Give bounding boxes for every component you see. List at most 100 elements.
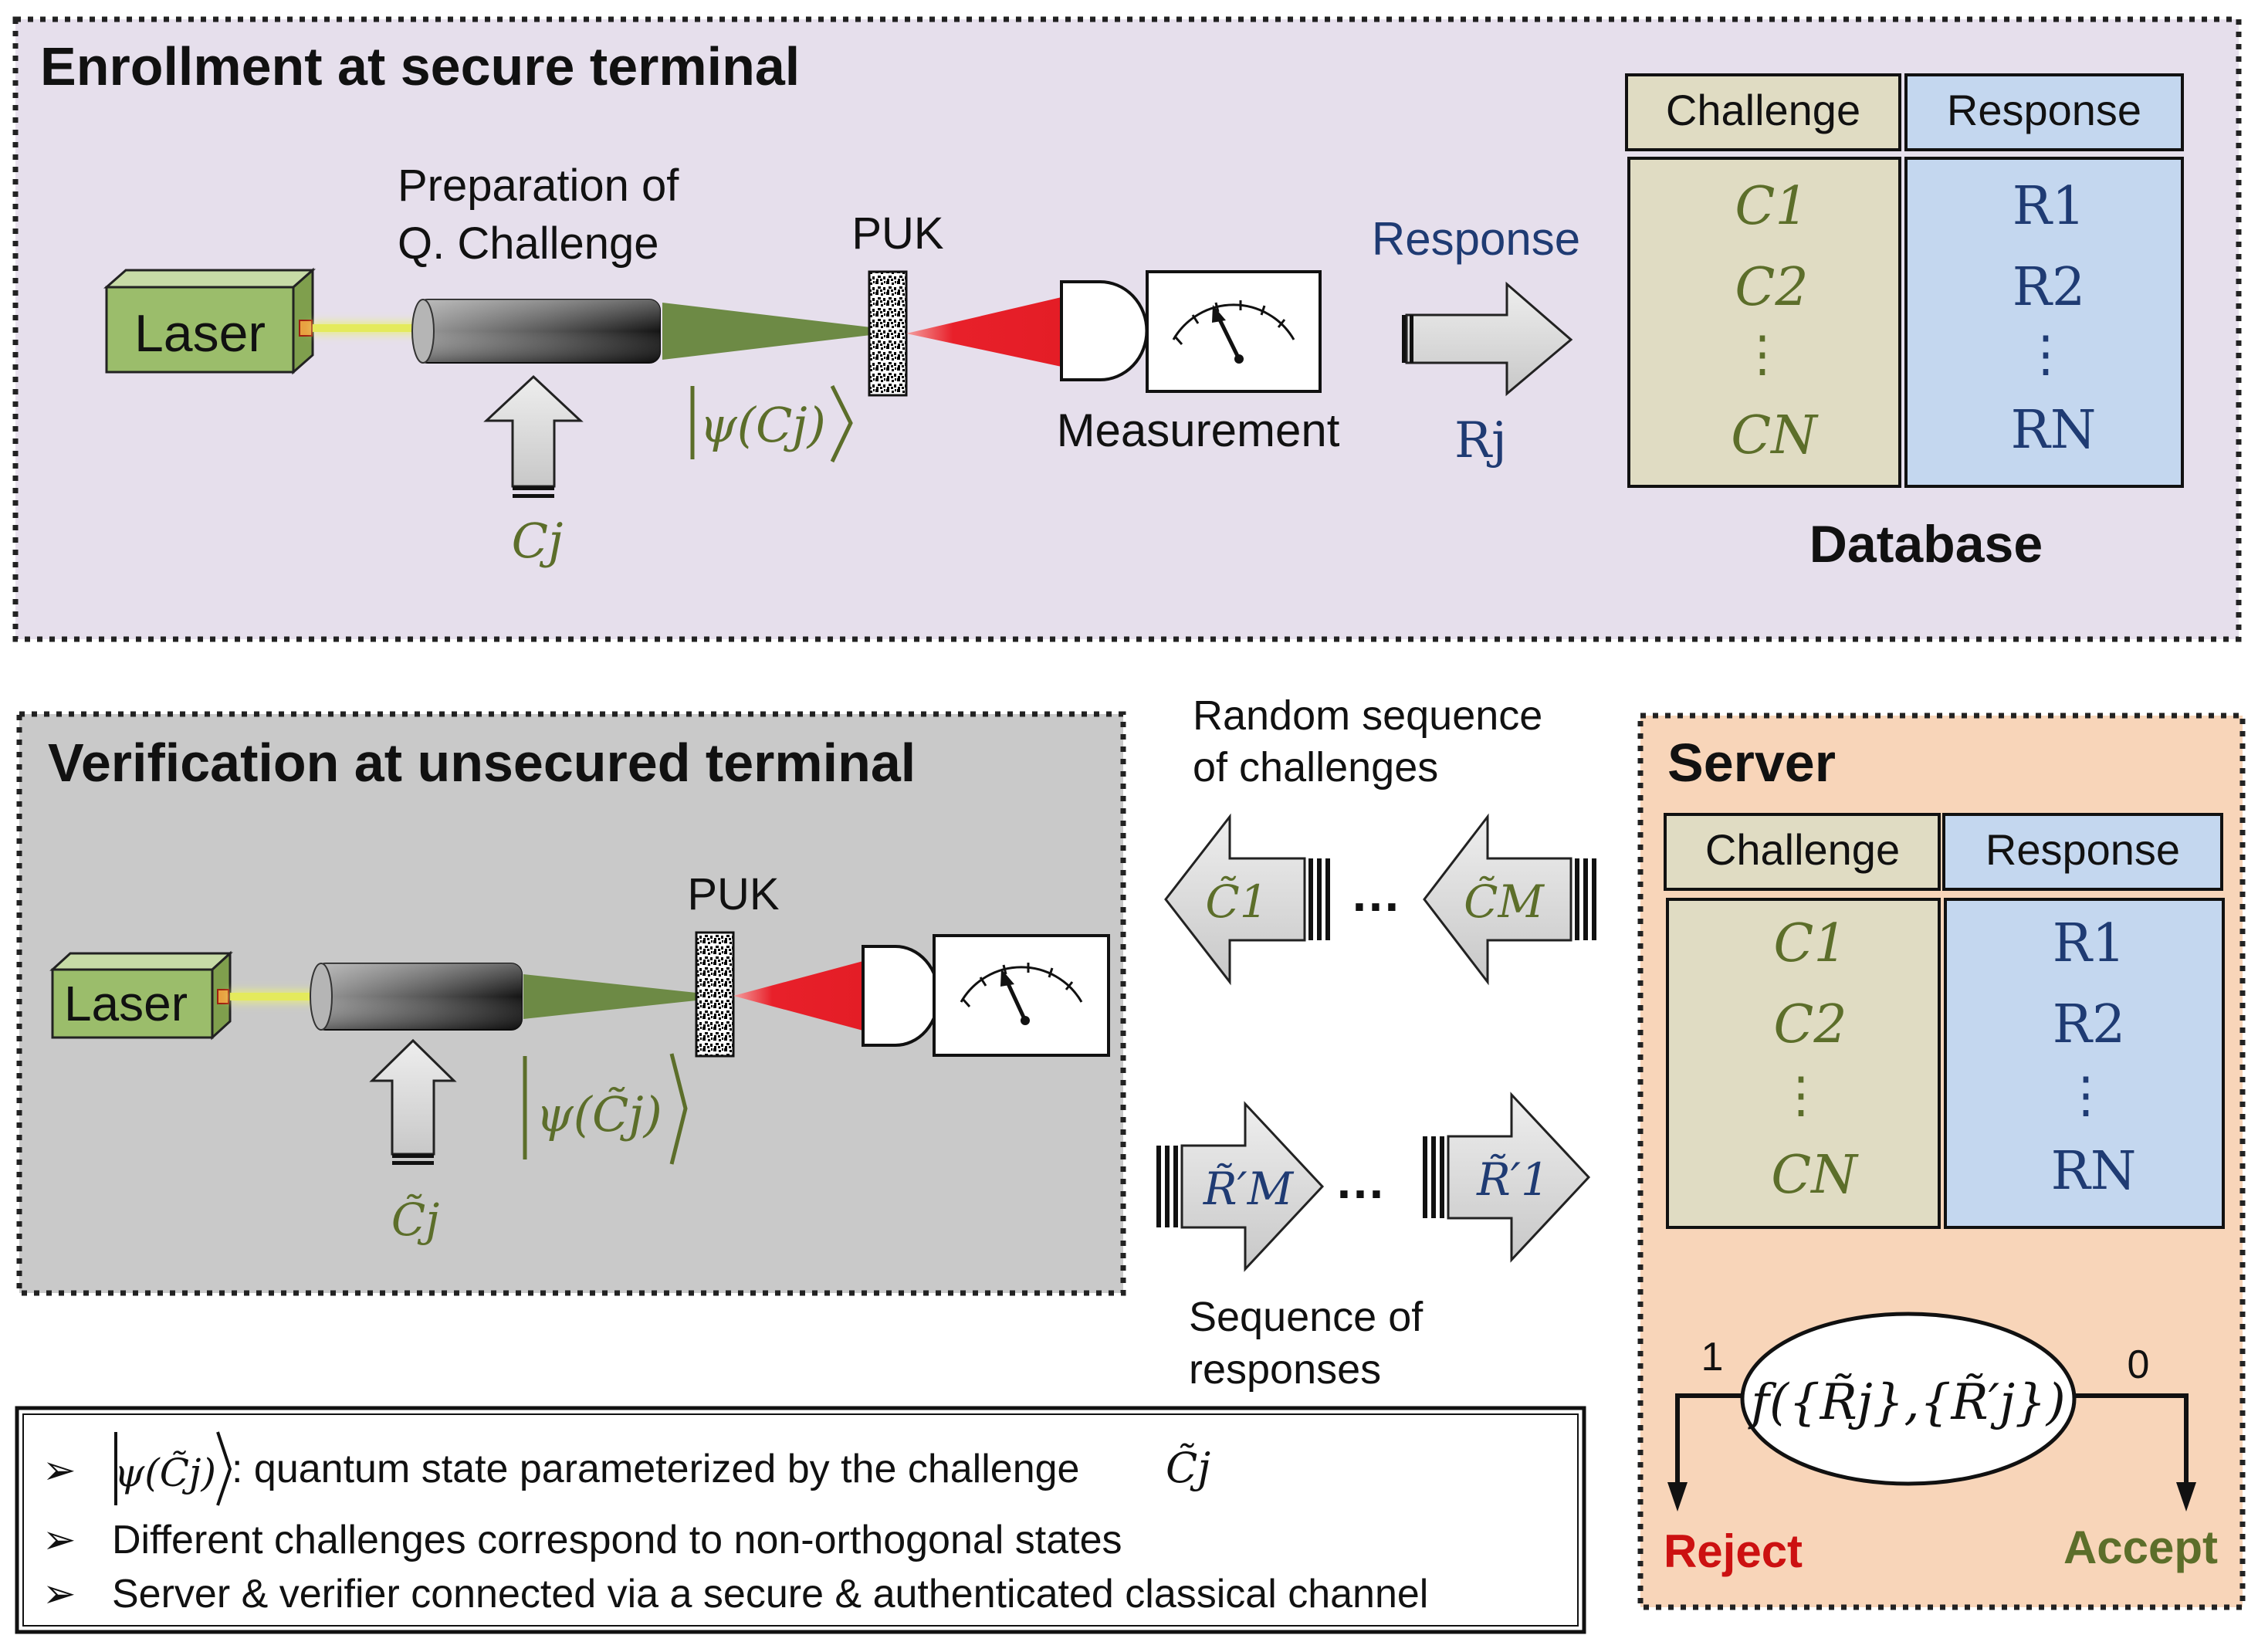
verification-challenge-arrow (369, 1038, 457, 1165)
response-first-symbol: R̃′M (1203, 1162, 1295, 1215)
verification-title: Verification at unsecured terminal (48, 733, 916, 793)
note-3-text: Server & verifier connected via a secure… (112, 1572, 1428, 1616)
database-response-2: R2 (2013, 257, 2085, 318)
verification-puk (695, 931, 735, 1058)
enrollment-challenge-symbol: Cj (512, 513, 564, 569)
server-challenge-dots: ⋮ (1776, 1067, 1826, 1124)
verification-green-beam (523, 974, 696, 1019)
challenge-first-symbol: C̃1 (1205, 875, 1268, 928)
enrollment-laser-label: Laser (134, 304, 266, 363)
response-arrow-last (1423, 1092, 1591, 1263)
decision-function-node (1740, 1312, 2077, 1486)
database-challenge-dots: ⋮ (1738, 326, 1787, 383)
challenge-last-symbol: C̃M (1464, 875, 1545, 928)
response-arrow-first (1156, 1101, 1325, 1272)
note-1-ket (114, 1431, 232, 1506)
measurement-label: Measurement (1057, 405, 1340, 456)
notes-box (15, 1406, 1586, 1634)
accept-branch (2074, 1393, 2196, 1512)
server-challenge-header: Challenge (1705, 825, 1900, 874)
server-response-column (1944, 898, 2225, 1229)
enrollment-challenge-arrow (483, 374, 584, 498)
enrollment-detector (1060, 280, 1149, 381)
note-1-state: ψ(C̃j) (114, 1450, 216, 1495)
enrollment-response-arrow (1402, 281, 1573, 397)
notes-box-inner (22, 1413, 1579, 1627)
accept-label: Accept (2063, 1522, 2218, 1573)
server-challenge-2: C2 (1773, 994, 1847, 1055)
note-1-text: : quantum state parameterized by the cha… (232, 1447, 1079, 1491)
database-challenge-header: Challenge (1666, 86, 1860, 134)
database-label: Database (1809, 515, 2043, 574)
verification-challenge-preparer (310, 963, 523, 1031)
enrollment-state-ket (690, 384, 853, 463)
output-one: 1 (1701, 1335, 1724, 1379)
database-response-header-cell (1904, 73, 2184, 151)
note-2-bullet: ➢ (42, 1517, 76, 1563)
server-response-2: R2 (2053, 994, 2125, 1055)
database-challenge-header-cell (1625, 73, 1901, 151)
verification-puk-label: PUK (687, 869, 780, 919)
server-response-header-cell (1942, 813, 2223, 891)
enrollment-puk-label: PUK (851, 208, 944, 259)
server-challenge-n: CN (1771, 1145, 1859, 1206)
server-challenge-header-cell (1664, 813, 1941, 891)
challenge-ellipsis: … (1350, 865, 1401, 922)
enrollment-meter (1146, 270, 1322, 393)
verification-state-ket (523, 1053, 688, 1165)
reject-label: Reject (1664, 1525, 1803, 1577)
note-2-text: Different challenges correspond to non-o… (112, 1518, 1122, 1562)
prep-label-line1: Preparation of (398, 161, 679, 211)
verification-yellow-beam (230, 993, 319, 1000)
database-response-dots: ⋮ (2021, 326, 2070, 383)
server-challenge-1: C1 (1773, 913, 1847, 974)
server-title: Server (1667, 733, 1836, 793)
enrollment-puk (868, 270, 908, 397)
challenges-caption-line2: of challenges (1193, 744, 1438, 790)
decision-function-label: f({R̃j},{R̃′j}) (1748, 1373, 2065, 1431)
verification-laser (49, 950, 233, 1041)
server-response-1: R1 (2053, 913, 2125, 974)
verification-challenge-symbol: C̃j (391, 1193, 439, 1246)
verification-laser-label: Laser (64, 976, 188, 1031)
database-challenge-2: C2 (1735, 257, 1808, 318)
verification-red-beam (733, 961, 863, 1031)
server-response-header: Response (1985, 825, 2180, 874)
enrollment-green-beam (662, 303, 871, 360)
database-challenge-1: C1 (1735, 176, 1808, 237)
challenges-caption-line1: Random sequence (1193, 692, 1542, 739)
responses-caption-line2: responses (1189, 1346, 1381, 1393)
response-ellipsis: … (1335, 1152, 1386, 1209)
database-response-1: R1 (2013, 176, 2085, 237)
note-1-bullet: ➢ (42, 1447, 76, 1494)
database-response-column (1904, 157, 2184, 488)
database-challenge-n: CN (1731, 405, 1819, 466)
verification-meter (933, 934, 1110, 1057)
verification-state-label: ψ(C̃j) (536, 1086, 662, 1143)
prep-label-line2: Q. Challenge (398, 218, 659, 269)
challenge-arrow-last (1423, 813, 1596, 986)
enrollment-red-beam (906, 297, 1061, 367)
enrollment-laser (103, 267, 316, 375)
reject-branch (1667, 1393, 1743, 1512)
enrollment-yellow-beam (313, 324, 421, 332)
verification-detector (862, 945, 940, 1047)
enrollment-state-label: ψ(Cj) (699, 397, 826, 453)
server-challenge-column (1666, 898, 1941, 1229)
enrollment-response-symbol: Rj (1454, 412, 1507, 469)
response-label: Response (1372, 213, 1580, 265)
responses-caption-line1: Sequence of (1189, 1294, 1424, 1340)
database-challenge-column (1627, 157, 1901, 488)
database-response-header: Response (1947, 86, 2141, 134)
note-1-challenge: C̃j (1166, 1443, 1210, 1492)
output-zero: 0 (2128, 1342, 2150, 1387)
enrollment-challenge-preparer (411, 299, 661, 364)
server-response-n: RN (2051, 1141, 2137, 1202)
response-last-symbol: R̃′1 (1476, 1153, 1549, 1206)
database-response-n: RN (2011, 400, 2097, 461)
server-response-dots: ⋮ (2061, 1067, 2111, 1124)
challenge-arrow-first (1164, 813, 1330, 986)
enrollment-title: Enrollment at secure terminal (40, 36, 800, 96)
